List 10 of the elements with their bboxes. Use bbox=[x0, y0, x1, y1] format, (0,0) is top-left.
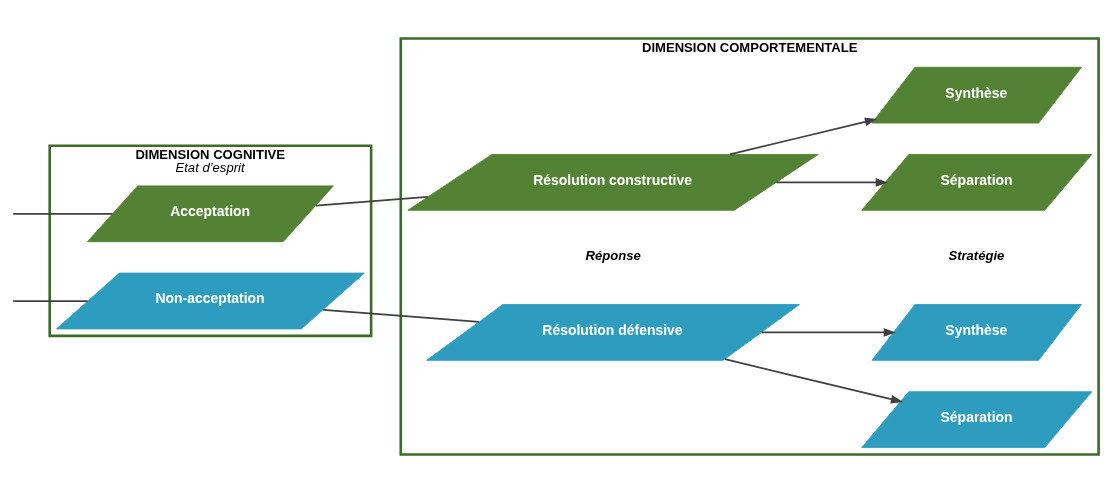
connector bbox=[12, 299, 89, 302]
arrow bbox=[760, 327, 896, 337]
arrow bbox=[724, 357, 904, 403]
connector bbox=[314, 195, 429, 206]
arrow bbox=[775, 177, 888, 187]
connector bbox=[322, 308, 480, 323]
connector bbox=[12, 212, 114, 215]
label: Stratégie bbox=[948, 247, 1005, 263]
arrow bbox=[729, 117, 878, 155]
label: Réponse bbox=[585, 247, 641, 263]
